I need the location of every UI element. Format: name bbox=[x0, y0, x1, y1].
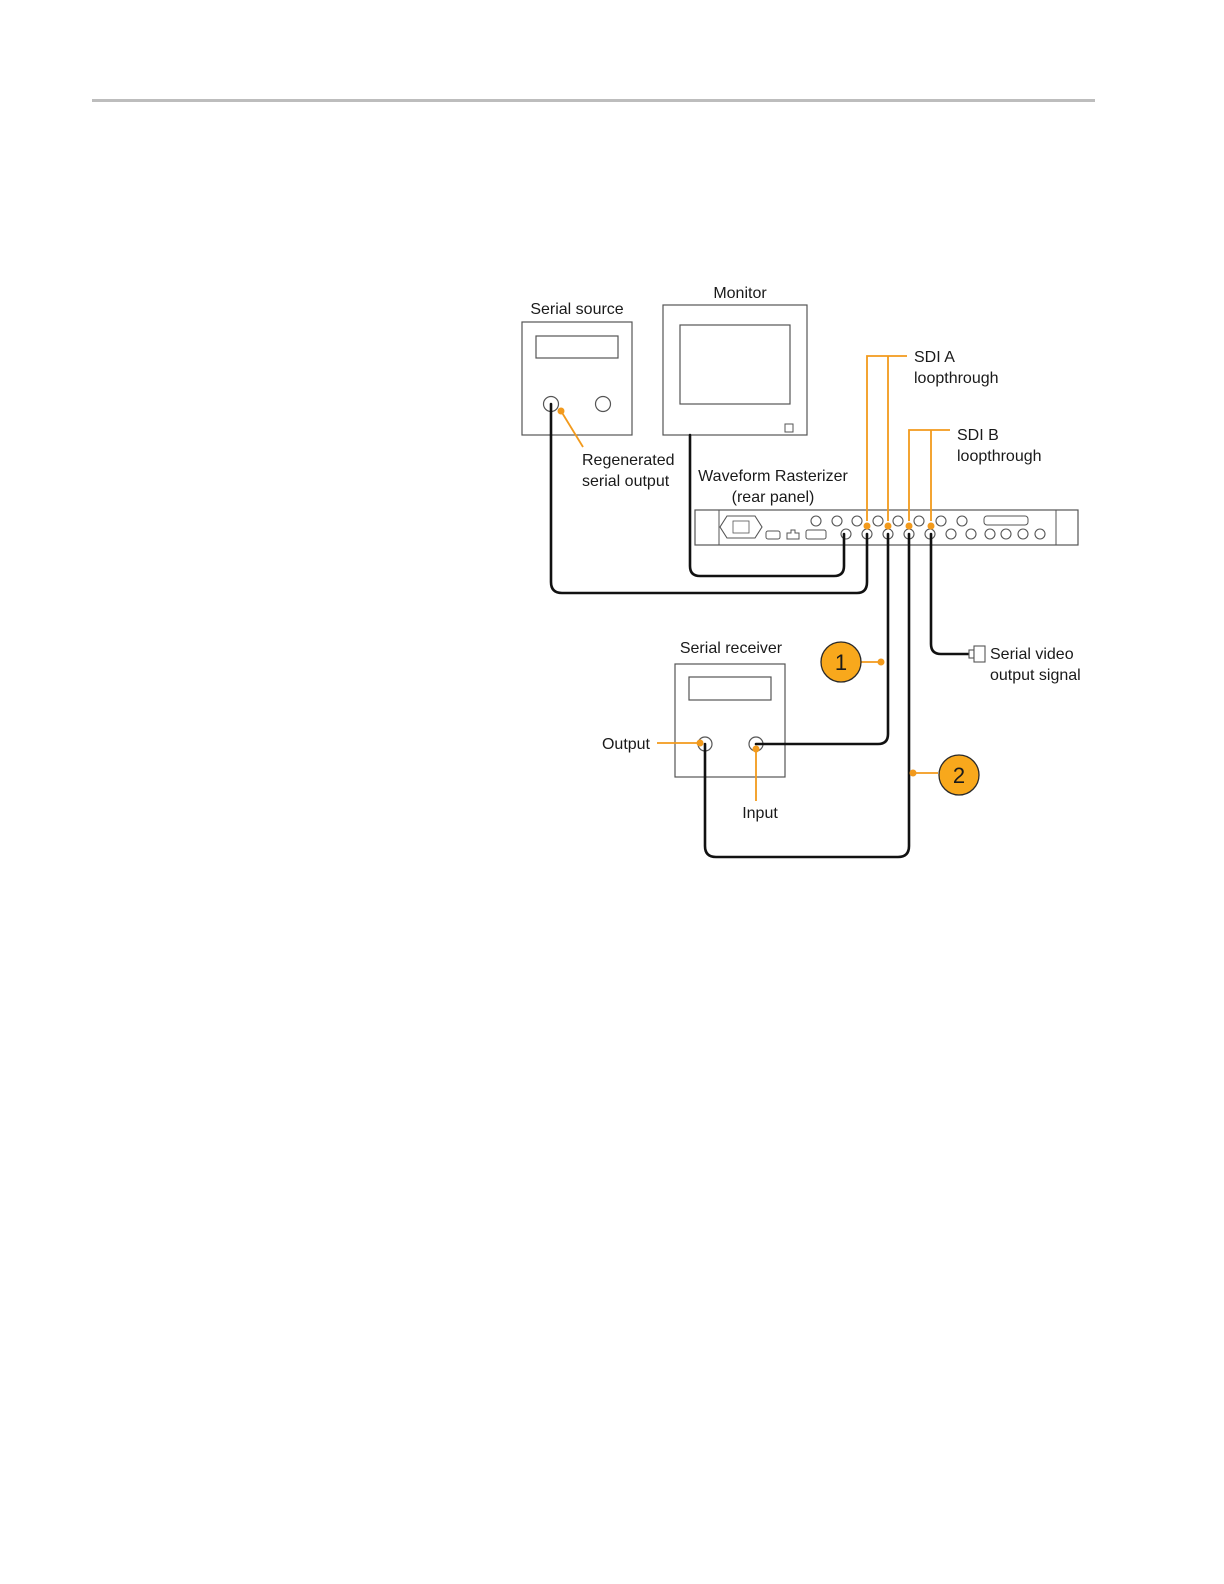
output-label: Output bbox=[602, 736, 651, 753]
rasterizer-label-line2: (rear panel) bbox=[732, 489, 815, 506]
monitor-label: Monitor bbox=[713, 285, 767, 302]
sdi-b-leader bbox=[909, 430, 950, 521]
serial-video-label-line1: Serial video bbox=[990, 646, 1074, 663]
callout-1: 1 bbox=[821, 642, 861, 682]
serial-source-connector bbox=[596, 397, 611, 412]
serial-source-device bbox=[522, 322, 632, 435]
regen-label-line1: Regenerated bbox=[582, 452, 675, 469]
monitor-power-button bbox=[785, 424, 793, 432]
small-port-icon bbox=[766, 531, 780, 539]
serial-receiver-device bbox=[675, 664, 785, 777]
vga-port-icon bbox=[806, 530, 826, 539]
callout-2: 2 bbox=[939, 755, 979, 795]
callout-2-number: 2 bbox=[953, 763, 965, 788]
sdi-a-leader bbox=[867, 356, 907, 521]
sdi-a-label-line2: loopthrough bbox=[914, 370, 999, 387]
sdi-b-label-line1: SDI B bbox=[957, 427, 999, 444]
sdi-b-label-line2: loopthrough bbox=[957, 448, 1042, 465]
sdi-a-label-line1: SDI A bbox=[914, 349, 955, 366]
serial-video-plug-icon bbox=[969, 646, 985, 662]
serial-video-label-line2: output signal bbox=[990, 667, 1081, 684]
callout-1-number: 1 bbox=[835, 650, 847, 675]
rasterizer-label-line1: Waveform Rasterizer bbox=[698, 468, 848, 485]
cable-sdi-b-to-video-output bbox=[931, 534, 970, 654]
input-label: Input bbox=[742, 805, 778, 822]
monitor-device bbox=[663, 305, 807, 435]
regen-label-line2: serial output bbox=[582, 473, 670, 490]
serial-receiver-label: Serial receiver bbox=[680, 640, 783, 657]
remote-port-icon bbox=[984, 516, 1028, 525]
serial-source-label: Serial source bbox=[530, 301, 623, 318]
